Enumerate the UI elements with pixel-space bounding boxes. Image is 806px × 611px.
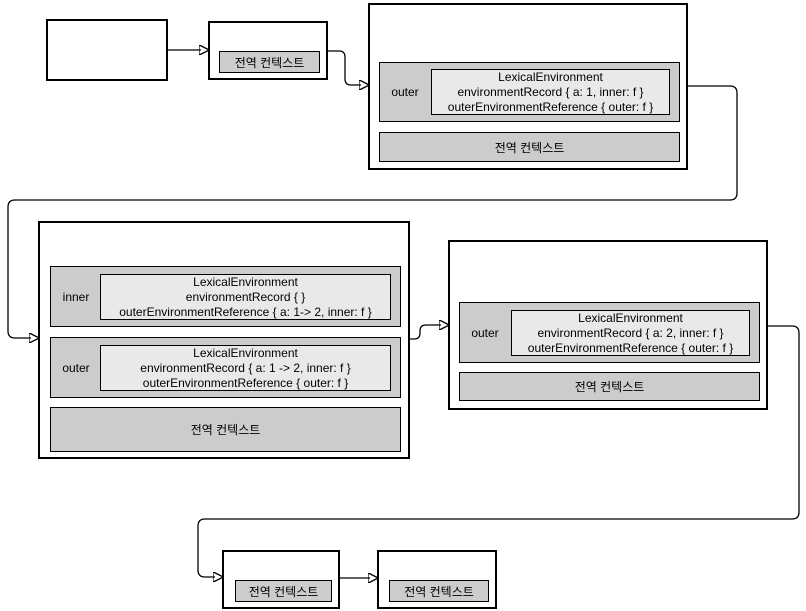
stage2-outer-frame-label: outer <box>62 360 90 375</box>
global-context-box: 전역 컨텍스트 <box>208 21 328 80</box>
stage1-env-title: LexicalEnvironment <box>498 69 603 84</box>
stage2-inner-frame-label: inner <box>62 289 90 304</box>
final1-global-context-label: 전역 컨텍스트 <box>235 580 332 602</box>
stage2-inner-env-record: environmentRecord { } <box>185 289 306 304</box>
stage3-env-record: environmentRecord { a: 2, inner: f } <box>537 325 724 340</box>
connector-global-to-stage1 <box>328 50 361 85</box>
stage2-inner-frame: inner LexicalEnvironment environmentReco… <box>50 266 401 327</box>
final-context-box-1: 전역 컨텍스트 <box>222 550 340 609</box>
stage2-outer-frame: outer LexicalEnvironment environmentReco… <box>50 337 401 398</box>
final-context-box-2: 전역 컨텍스트 <box>377 550 497 609</box>
stage3-frame-label: outer <box>471 325 499 340</box>
stage1-outer-frame: outer LexicalEnvironment environmentReco… <box>379 62 680 122</box>
stage2-outer-env-title: LexicalEnvironment <box>193 345 298 360</box>
connector-stage2-to-stage3 <box>410 325 441 340</box>
stage2-outer-env-outer-ref: outerEnvironmentReference { outer: f } <box>142 375 349 390</box>
stage1-frame-label: outer <box>391 85 419 99</box>
stage1-env-record: environmentRecord { a: 1, inner: f } <box>457 84 644 99</box>
stage1-box: outer LexicalEnvironment environmentReco… <box>368 3 688 170</box>
stage3-global-context-bar: 전역 컨텍스트 <box>459 372 760 401</box>
stage3-lexical-environment-box: LexicalEnvironment environmentRecord { a… <box>511 310 750 356</box>
stage2-outer-env-record: environmentRecord { a: 1 -> 2, inner: f … <box>140 360 351 375</box>
stage2-inner-lexical-environment-box: LexicalEnvironment environmentRecord { }… <box>100 274 391 320</box>
global-context-label: 전역 컨텍스트 <box>219 51 320 73</box>
stage3-env-title: LexicalEnvironment <box>578 310 683 325</box>
stage3-box: outer LexicalEnvironment environmentReco… <box>448 240 768 410</box>
stage3-env-outer-ref: outerEnvironmentReference { outer: f } <box>527 340 734 355</box>
stage2-inner-env-title: LexicalEnvironment <box>193 274 298 289</box>
stage1-global-context-bar: 전역 컨텍스트 <box>379 132 680 162</box>
stage1-env-outer-ref: outerEnvironmentReference { outer: f } <box>447 99 654 114</box>
final2-global-context-label: 전역 컨텍스트 <box>389 580 489 602</box>
stage2-inner-env-outer-ref: outerEnvironmentReference { a: 1-> 2, in… <box>119 304 372 319</box>
stage1-lexical-environment-box: LexicalEnvironment environmentRecord { a… <box>431 69 670 115</box>
stage2-outer-lexical-environment-box: LexicalEnvironment environmentRecord { a… <box>100 345 391 391</box>
stage2-box: inner LexicalEnvironment environmentReco… <box>38 221 410 459</box>
start-box <box>46 19 168 81</box>
stage2-global-context-bar: 전역 컨텍스트 <box>50 407 401 452</box>
stage3-outer-frame: outer LexicalEnvironment environmentReco… <box>459 302 760 363</box>
